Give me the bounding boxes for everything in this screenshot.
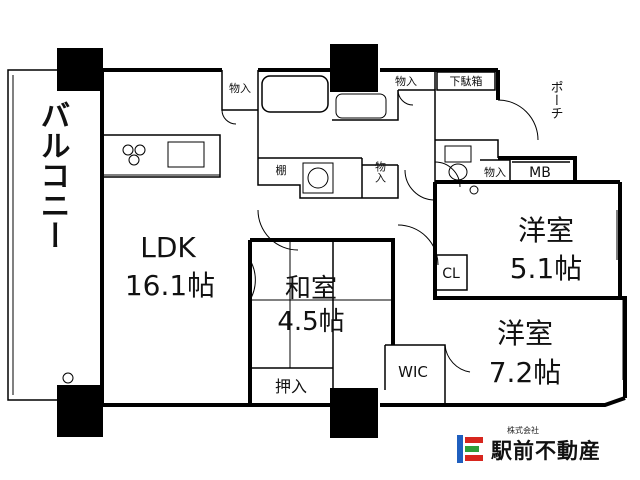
drain-icon [62,372,74,384]
storage-label-b: 物入 [395,74,417,88]
washitsu-label: 和室 [285,274,337,304]
doors [221,89,539,373]
washer-icon [302,162,334,194]
western1-size: 5.1帖 [510,252,583,285]
wic-label: WIC [398,363,428,381]
storage-label-c: 物入 [374,160,387,183]
sink-icon [167,141,205,168]
outer-walls [100,68,627,407]
shoe-box [436,71,496,91]
ldk-label: LDK [140,231,196,264]
cl-label: CL [442,266,460,282]
company-logo: 株式会社 駅前不動産 [455,425,635,473]
bathtub-icon [261,75,329,113]
western2-size: 7.2帖 [489,356,562,389]
balcony-label: バルコニー [35,100,70,250]
western2-label: 洋室 [497,317,553,350]
kitchen-counter [101,134,221,178]
storage-label-d: 物入 [484,165,506,179]
ldk-size: 16.1帖 [125,269,215,302]
columns [57,44,378,438]
stove-icon [122,144,134,156]
company-caption: 株式会社 [507,426,539,435]
oshiire-label: 押入 [275,377,307,396]
mb-label: MB [529,165,551,181]
shelf-label: 棚 [276,163,287,177]
sink-basin-icon [469,185,479,195]
company-name: 駅前不動産 [491,439,601,463]
washitsu-size: 4.5帖 [277,307,344,337]
fixtures [100,71,496,195]
storage-label-a: 物入 [229,81,251,95]
washbasin-icon [335,93,387,119]
porch-label: ポーチ [548,81,563,120]
interior-walls [221,70,624,405]
toilet-icon [444,145,472,163]
western1-label: 洋室 [518,214,574,247]
company-mark-icon [457,435,483,463]
shoe-box-label: 下駄箱 [450,74,483,88]
